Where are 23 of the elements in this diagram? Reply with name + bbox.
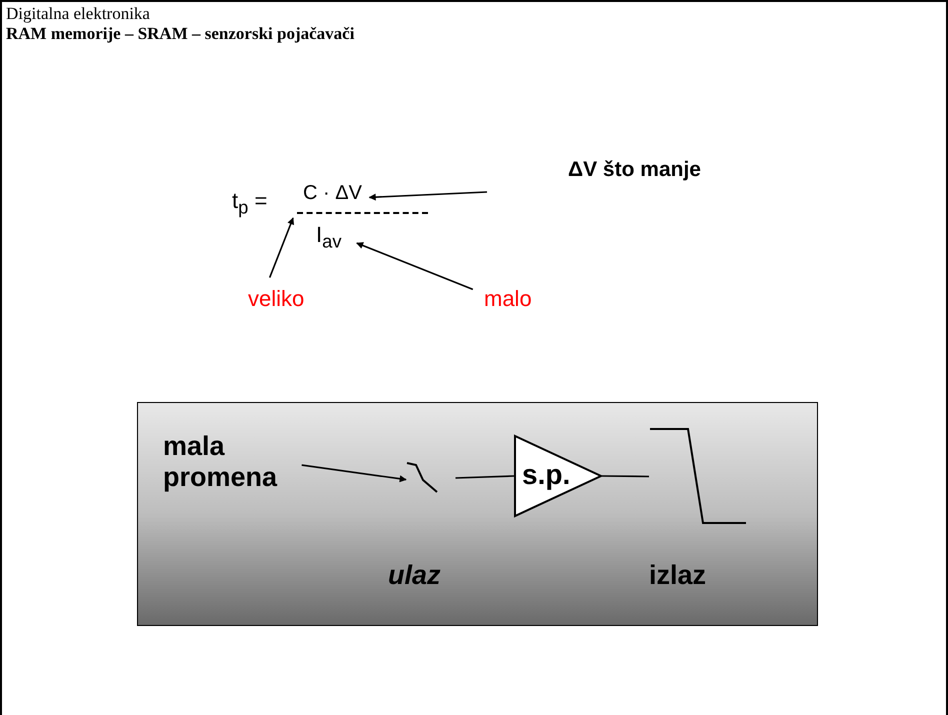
numerator-text: C · ΔV bbox=[297, 182, 368, 210]
arrow bbox=[368, 191, 488, 201]
formula-text: t$_{p}$ = bbox=[232, 188, 268, 218]
note-text: ΔV što manje bbox=[568, 158, 701, 182]
caption-text: ulaz bbox=[388, 560, 441, 591]
amplifier-label: s.p. bbox=[522, 459, 570, 491]
arrow bbox=[268, 217, 294, 278]
arrow bbox=[356, 242, 474, 290]
amplifier-triangle bbox=[514, 435, 602, 517]
annotation-text: veliko bbox=[248, 286, 318, 314]
gradient-panel bbox=[137, 402, 818, 626]
input-waveform bbox=[406, 462, 439, 494]
annotation-text: malo bbox=[484, 286, 546, 314]
fraction-bar bbox=[297, 212, 428, 216]
slide-title: RAM memorije – SRAM – senzorski pojačavači bbox=[6, 24, 354, 44]
arrow bbox=[302, 464, 407, 482]
connector-line bbox=[455, 475, 514, 479]
caption-text: izlaz bbox=[649, 560, 706, 591]
connector-line bbox=[602, 475, 649, 478]
denominator-text: I$_{av}$ bbox=[316, 222, 356, 256]
subject-heading: Digitalna elektronika bbox=[6, 4, 150, 24]
output-waveform bbox=[649, 428, 747, 525]
annotation-text: mala promena bbox=[163, 431, 299, 493]
